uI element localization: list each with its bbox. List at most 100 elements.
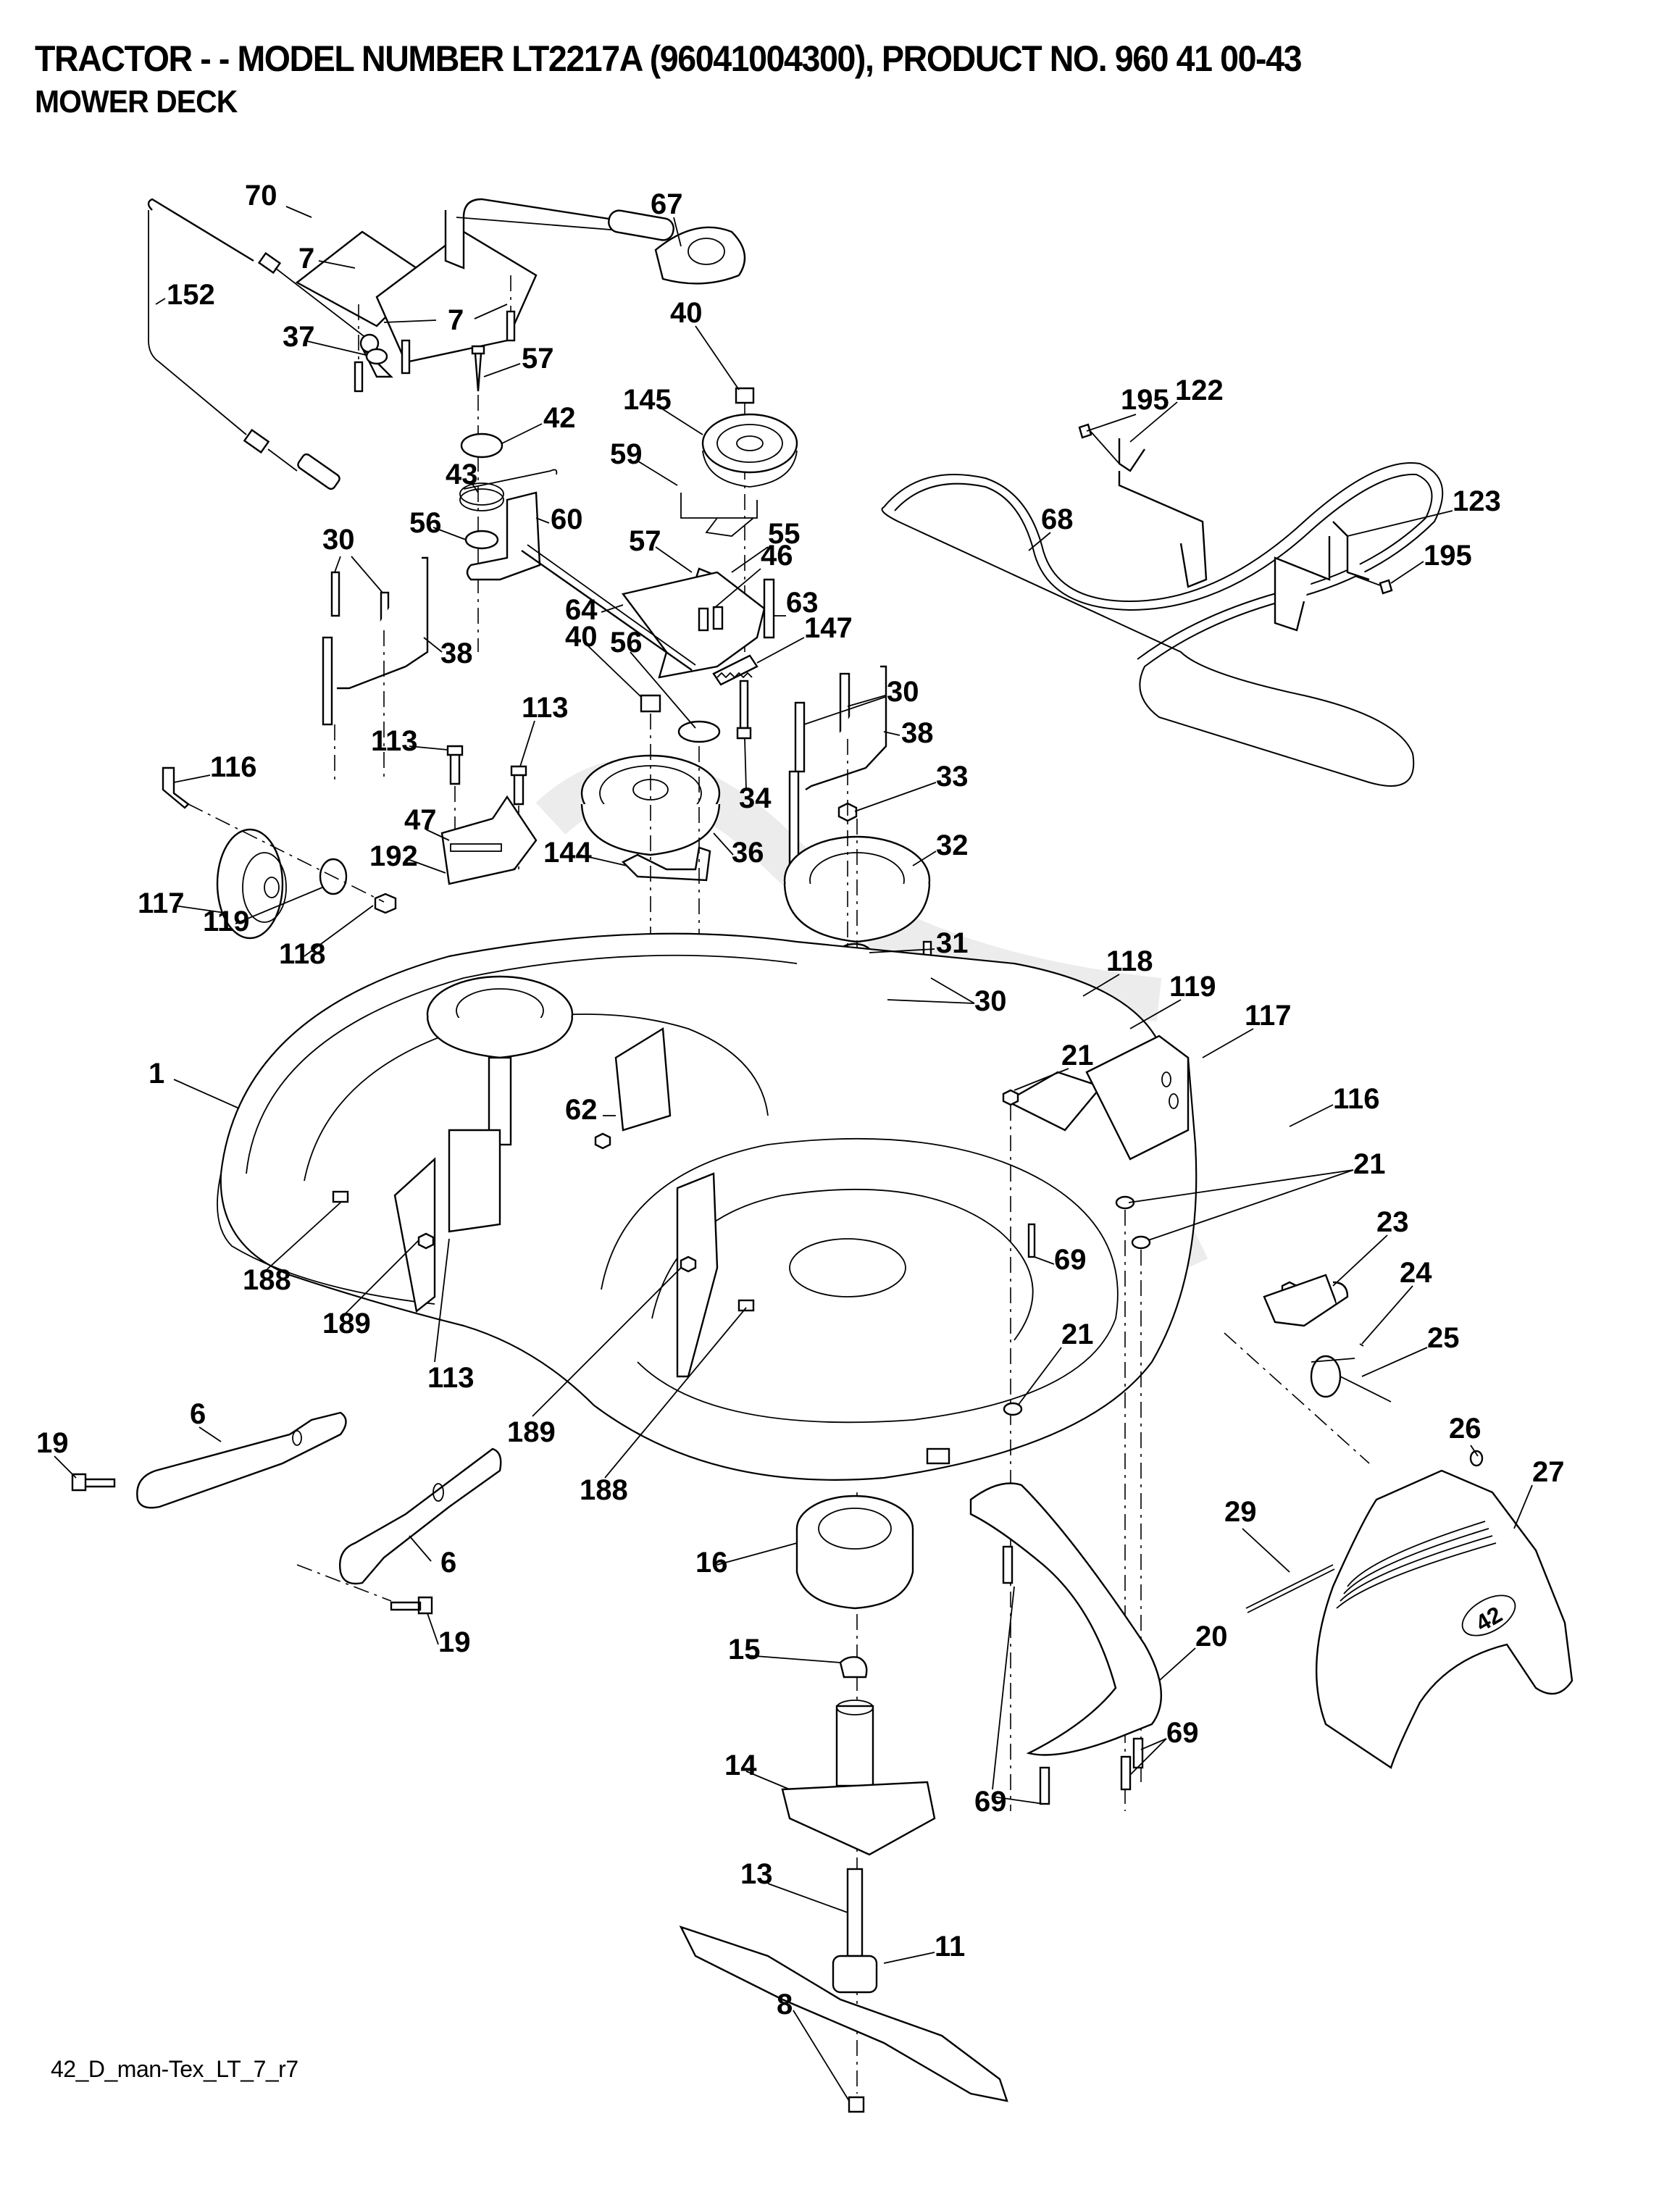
callout-38-belt-guide[interactable]: 38 [901, 717, 934, 749]
callout-6-deck-hanger[interactable]: 6 [440, 1547, 456, 1579]
leader-line-34 [744, 738, 747, 790]
callout-119-washer[interactable]: 119 [1169, 971, 1216, 1003]
callout-27-discharge-chute[interactable]: 27 [1532, 1456, 1565, 1488]
callout-118-nut[interactable]: 118 [1106, 945, 1153, 977]
callout-68-drive-belt[interactable]: 68 [1041, 503, 1074, 535]
callout-116-wheel-bolt[interactable]: 116 [210, 751, 257, 783]
leader-line-33 [854, 782, 937, 812]
callout-19-bolt[interactable]: 19 [438, 1626, 471, 1658]
callout-38-belt-guide[interactable]: 38 [440, 638, 473, 669]
leader-line-30 [334, 556, 341, 573]
callout-119-washer[interactable]: 119 [203, 906, 250, 937]
baffle-assembly [969, 1482, 1163, 1805]
callout-67-lever-grip[interactable]: 67 [651, 188, 683, 220]
callout-21-nut[interactable]: 21 [1353, 1148, 1386, 1180]
leader-line-119 [1129, 999, 1182, 1029]
callout-25-chute-spring[interactable]: 25 [1427, 1322, 1460, 1354]
callout-30-bolt[interactable]: 30 [974, 985, 1007, 1017]
callout-116-wheel-bolt[interactable]: 116 [1333, 1083, 1380, 1115]
callout-63-bracket[interactable]: 63 [786, 587, 819, 619]
callout-21-nut[interactable]: 21 [1061, 1318, 1094, 1350]
callout-14-spindle-housing[interactable]: 14 [724, 1750, 757, 1781]
callout-195-screw[interactable]: 195 [1121, 384, 1169, 416]
callout-30-bolt[interactable]: 30 [322, 524, 355, 556]
leader-line-113 [409, 745, 448, 751]
callout-147-spring[interactable]: 147 [804, 612, 853, 644]
callout-192-bracket[interactable]: 192 [369, 840, 418, 872]
callout-113-screw[interactable]: 113 [371, 725, 418, 757]
callout-36-idler-pulley[interactable]: 36 [732, 837, 764, 869]
callout-56-washer[interactable]: 56 [409, 507, 442, 539]
callout-26-push-nut[interactable]: 26 [1449, 1413, 1482, 1445]
idler-pulley-upper [680, 387, 798, 652]
callout-1-mower-deck-housing[interactable]: 1 [149, 1058, 164, 1090]
leader-line-57 [483, 363, 521, 377]
leader-line-113 [519, 720, 535, 767]
callout-7-bolt[interactable]: 7 [448, 304, 464, 336]
callout-59-belt-keeper[interactable]: 59 [610, 438, 643, 470]
lever-grip [654, 226, 746, 285]
callout-40-nut[interactable]: 40 [565, 621, 598, 653]
callout-29-chute-rod[interactable]: 29 [1224, 1496, 1257, 1528]
callout-43-torsion-spring[interactable]: 43 [446, 459, 478, 490]
leader-line-27 [1513, 1484, 1533, 1529]
callout-113-screw[interactable]: 113 [427, 1362, 475, 1394]
callout-31-washer[interactable]: 31 [936, 927, 969, 959]
callout-40-nut[interactable]: 40 [670, 297, 703, 329]
callout-33-nut[interactable]: 33 [936, 761, 969, 793]
callout-188-fitting[interactable]: 188 [580, 1474, 628, 1506]
callout-30-bolt[interactable]: 30 [887, 676, 919, 708]
leader-line-67 [673, 217, 682, 247]
callout-122-belt-guide-rod[interactable]: 122 [1175, 375, 1224, 406]
callout-8-blade-bolt[interactable]: 8 [777, 1989, 793, 2020]
leader-line-29 [1242, 1528, 1290, 1573]
leader-line-56 [630, 651, 696, 729]
callout-117-gauge-wheel[interactable]: 117 [138, 887, 185, 919]
callout-69-bolt[interactable]: 69 [1054, 1244, 1087, 1276]
callout-123-belt-guide-rod[interactable]: 123 [1453, 485, 1501, 517]
callout-69-bolt[interactable]: 69 [1166, 1717, 1199, 1749]
callout-46-bolt[interactable]: 46 [761, 540, 793, 572]
callout-117-gauge-wheel[interactable]: 117 [1245, 1000, 1292, 1032]
callout-34-bolt[interactable]: 34 [739, 782, 772, 814]
callout-42-spring-cup[interactable]: 42 [543, 402, 576, 434]
callout-7-bolt[interactable]: 7 [298, 243, 314, 275]
callout-21-nut[interactable]: 21 [1061, 1040, 1094, 1071]
callout-15-bearing[interactable]: 15 [728, 1634, 761, 1665]
leader-line-42 [501, 423, 543, 444]
callout-118-nut[interactable]: 118 [279, 938, 326, 970]
callout-47-bracket[interactable]: 47 [404, 804, 437, 836]
callout-24-pin[interactable]: 24 [1400, 1257, 1432, 1289]
callout-57-screw[interactable]: 57 [522, 343, 554, 375]
callout-188-fitting[interactable]: 188 [243, 1264, 291, 1296]
callout-23-chute-bracket[interactable]: 23 [1376, 1206, 1409, 1238]
leader-line-6 [409, 1535, 432, 1562]
callout-6-deck-hanger[interactable]: 6 [190, 1398, 206, 1430]
callout-56-washer[interactable]: 56 [610, 627, 643, 659]
callout-11-blade[interactable]: 11 [935, 1931, 965, 1963]
callout-189-nut[interactable]: 189 [507, 1416, 556, 1448]
callout-57-screw[interactable]: 57 [629, 525, 661, 557]
callout-55-idler-arm[interactable]: 55 [768, 518, 801, 550]
leader-line-59 [635, 459, 678, 486]
leader-line-118 [304, 905, 374, 957]
callout-69-bolt[interactable]: 69 [974, 1786, 1007, 1818]
callout-32-spindle-pulley[interactable]: 32 [936, 829, 969, 861]
callout-144-belt-keeper[interactable]: 144 [543, 837, 592, 869]
callout-37-washer[interactable]: 37 [283, 321, 315, 353]
callout-16-spindle-shield[interactable]: 16 [695, 1547, 728, 1579]
callout-20-baffle[interactable]: 20 [1195, 1621, 1228, 1652]
callout-60-bracket[interactable]: 60 [551, 503, 583, 535]
callout-145-idler-pulley[interactable]: 145 [623, 384, 672, 416]
callout-195-screw[interactable]: 195 [1424, 540, 1472, 572]
leader-line-38 [423, 637, 443, 653]
callout-62-bolt[interactable]: 62 [565, 1094, 598, 1126]
callout-113-screw[interactable]: 113 [522, 692, 569, 724]
callout-13-spindle-shaft[interactable]: 13 [740, 1858, 773, 1890]
leader-line-116 [173, 774, 211, 783]
callout-64-rod[interactable]: 64 [565, 594, 598, 626]
callout-152-engagement-cable[interactable]: 152 [167, 279, 215, 311]
callout-70-lift-lever-bracket[interactable]: 70 [245, 180, 277, 212]
callout-189-nut[interactable]: 189 [322, 1308, 371, 1339]
callout-19-bolt[interactable]: 19 [36, 1427, 69, 1459]
